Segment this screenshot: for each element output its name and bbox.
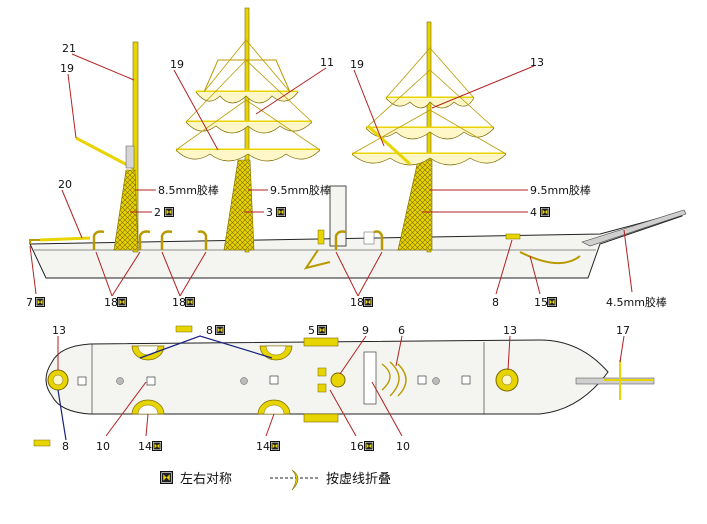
symmetric-icon [363, 297, 373, 307]
symmetric-icon [547, 297, 557, 307]
symmetric-icon [185, 297, 195, 307]
label-dowel-9-5mm-main: 9.5mm胶棒 [270, 183, 331, 197]
davits [92, 230, 384, 250]
side-leaders [29, 53, 633, 297]
callout-11: 11 [320, 56, 334, 69]
foremast [75, 41, 139, 253]
callout-8-top-upper: 8 [206, 324, 213, 337]
callout-13-side: 13 [530, 56, 544, 69]
callout-19-fore: 19 [60, 62, 74, 75]
top-view: 13 8 5 9 6 13 17 10 14 14 16 10 8 [33, 324, 655, 453]
symmetric-icon [215, 325, 225, 335]
callout-4: 4 [530, 206, 537, 219]
callout-2: 2 [154, 206, 161, 219]
legend-symmetric-label: 左右对称 [180, 472, 232, 487]
side-hull [29, 211, 683, 279]
anchor [519, 251, 581, 265]
callout-14-right: 14 [256, 440, 270, 453]
legend: 左右对称 按虚线折叠 [160, 469, 391, 491]
main-mast [175, 7, 321, 253]
callout-10-right: 10 [396, 440, 410, 453]
symmetric-icon [270, 441, 280, 451]
fold-line-icon [291, 469, 299, 491]
symmetric-icon [117, 297, 127, 307]
top-leaders [57, 335, 625, 437]
callout-18-a: 18 [104, 296, 118, 309]
callout-18-c: 18 [350, 296, 364, 309]
symmetric-icon [540, 207, 550, 217]
funnel [329, 185, 347, 247]
callout-13-top-fore: 13 [52, 324, 66, 337]
callout-8-side: 8 [492, 296, 499, 309]
callout-7: 7 [26, 296, 33, 309]
callout-9: 9 [362, 324, 369, 337]
label-dowel-8-5mm: 8.5mm胶棒 [158, 183, 219, 197]
label-dowel-9-5mm-mizzen: 9.5mm胶棒 [530, 183, 591, 197]
callout-20: 20 [58, 178, 72, 191]
callout-18-b: 18 [172, 296, 186, 309]
callout-19-main: 19 [170, 58, 184, 71]
callout-5: 5 [308, 324, 315, 337]
symmetric-icon [276, 207, 286, 217]
callout-15: 15 [534, 296, 548, 309]
bowsprit [581, 209, 687, 247]
top-cannon-lower [33, 439, 51, 447]
callout-14-left: 14 [138, 440, 152, 453]
symmetric-icon [164, 207, 174, 217]
top-cannon-upper [175, 325, 193, 333]
callout-17: 17 [616, 324, 630, 337]
callout-6: 6 [398, 324, 405, 337]
symmetric-icon [364, 441, 374, 451]
callout-21: 21 [62, 42, 76, 55]
callout-16: 16 [350, 440, 364, 453]
side-view: 21 19 19 11 19 13 20 8.5mm胶棒 9.5mm胶棒 9.5… [26, 7, 687, 309]
callout-19-mizzen: 19 [350, 58, 364, 71]
symmetric-icon [35, 297, 45, 307]
mizzen-mast [351, 21, 507, 253]
callout-13-top-mizzen: 13 [503, 324, 517, 337]
top-hull [45, 339, 609, 415]
side-cannon [505, 233, 521, 240]
symmetric-icon [152, 441, 162, 451]
symmetric-icon [317, 325, 327, 335]
symmetric-icon [160, 471, 173, 484]
callout-8-top-lower: 8 [62, 440, 69, 453]
label-dowel-4-5mm: 4.5mm胶棒 [606, 295, 667, 309]
legend-fold-label: 按虚线折叠 [326, 472, 391, 487]
callout-10-left: 10 [96, 440, 110, 453]
callout-3: 3 [266, 206, 273, 219]
